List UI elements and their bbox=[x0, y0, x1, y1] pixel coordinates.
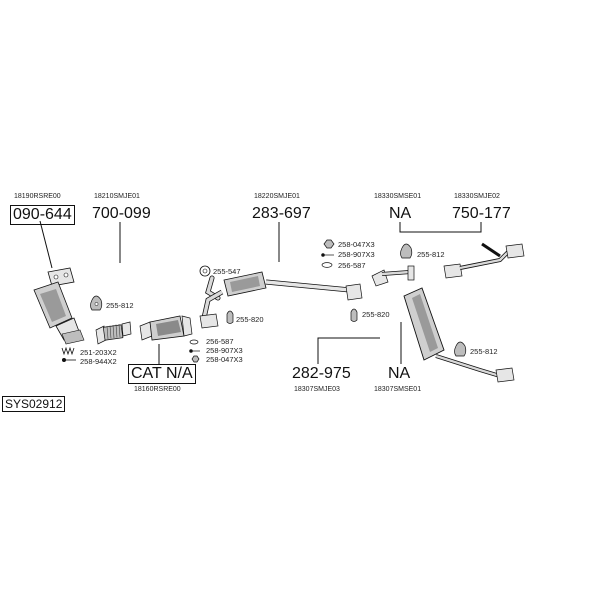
part-number-p5[interactable]: 750-177 bbox=[452, 205, 511, 222]
fitting-label: 255-812 bbox=[417, 250, 445, 259]
rubber-hanger-icon bbox=[90, 295, 103, 311]
oem-code-p5: 18330SMJE02 bbox=[454, 193, 500, 200]
part-number-p7[interactable]: 282-975 bbox=[292, 365, 351, 382]
intermediate-pipe-part[interactable] bbox=[199, 271, 363, 329]
part-number-p4[interactable]: NA bbox=[389, 205, 412, 222]
manifold-catalyst-part[interactable] bbox=[33, 267, 85, 345]
fitting-label: 255-547 bbox=[213, 267, 241, 276]
oem-code-p6: 18160RSRE00 bbox=[134, 386, 181, 393]
fitting-label: 256-587 bbox=[206, 337, 234, 346]
part-number-p6[interactable]: CAT N/A bbox=[128, 364, 196, 384]
part-number-p8[interactable]: NA bbox=[388, 365, 411, 382]
oem-code-p2: 18210SMJE01 bbox=[94, 193, 140, 200]
cat-fittings bbox=[189, 339, 200, 363]
fitting-label: 258-047X3 bbox=[338, 240, 375, 249]
fitting-label: 258-907X3 bbox=[206, 346, 243, 355]
catalyst-part[interactable] bbox=[139, 315, 193, 341]
system-code: SYS02912 bbox=[2, 396, 66, 412]
flex-pipe-part[interactable] bbox=[95, 321, 132, 345]
fitting-label: 255-820 bbox=[236, 315, 264, 324]
fitting-label: 255-820 bbox=[362, 310, 390, 319]
oem-code-p8: 18307SMSE01 bbox=[374, 386, 422, 393]
rear-silencer-part[interactable] bbox=[403, 287, 515, 383]
hanger-icon bbox=[199, 265, 211, 277]
fitting-label: 256-587 bbox=[338, 261, 366, 270]
mid-fittings bbox=[321, 239, 335, 268]
part-number-p3[interactable]: 283-697 bbox=[252, 205, 311, 222]
leader-p7 bbox=[317, 337, 380, 364]
oem-code-p7: 18307SMJE03 bbox=[294, 386, 340, 393]
hanger-icon bbox=[226, 310, 234, 324]
fitting-label: 258-047X3 bbox=[206, 355, 243, 364]
fitting-label: 255-812 bbox=[106, 301, 134, 310]
hanger-icon bbox=[350, 308, 358, 322]
fitting-label: 255-812 bbox=[470, 347, 498, 356]
oem-code-p3: 18220SMJE01 bbox=[254, 193, 300, 200]
fitting-label: 258-907X3 bbox=[338, 250, 375, 259]
spring-bolt-fitting bbox=[61, 346, 76, 362]
leader-p1 bbox=[39, 220, 53, 269]
rubber-hanger-icon bbox=[454, 341, 467, 357]
oem-code-p1: 18190RSRE00 bbox=[14, 193, 61, 200]
rubber-hanger-icon bbox=[400, 243, 413, 259]
tail-pipe-part[interactable] bbox=[443, 242, 525, 279]
oem-code-p4: 18330SMSE01 bbox=[374, 193, 422, 200]
part-number-p1[interactable]: 090-644 bbox=[10, 205, 75, 225]
part-number-p2[interactable]: 700-099 bbox=[92, 205, 151, 222]
fitting-label: 251-203X2 bbox=[80, 348, 117, 357]
connecting-pipe-part[interactable] bbox=[371, 265, 415, 287]
leader-p4-p5 bbox=[399, 222, 482, 233]
fitting-label: 258-944X2 bbox=[80, 357, 117, 366]
